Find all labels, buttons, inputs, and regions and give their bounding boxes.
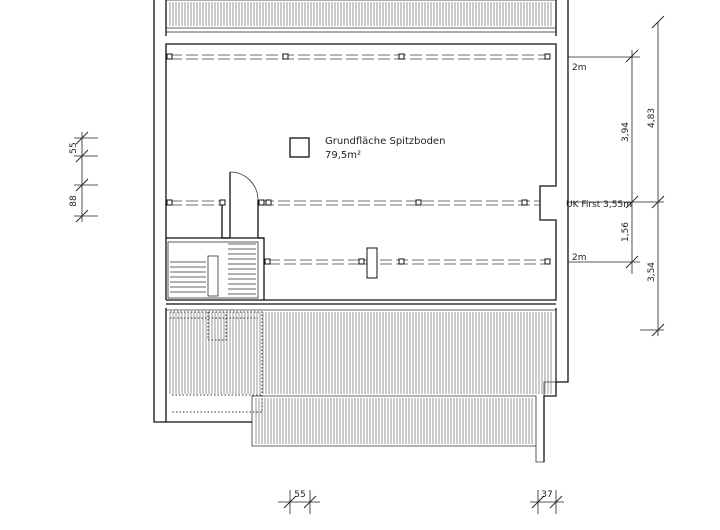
stair-void-dotted — [170, 311, 263, 413]
attic-door — [221, 171, 264, 239]
right-dimension-chain — [568, 15, 665, 337]
dim-right-upper: 3,94 — [621, 122, 631, 142]
dim-bottom-right: 37 — [541, 490, 552, 500]
beam-bottom — [264, 247, 551, 279]
chimney-square — [289, 137, 310, 158]
dim-ridge: UK First 3,55m — [566, 200, 632, 210]
top-roof-strip — [165, 0, 557, 33]
dim-right-mid: 1,56 — [621, 222, 631, 242]
dim-beam-bottom: 2m — [572, 253, 587, 263]
dim-left-top: 55 — [69, 142, 79, 153]
staircase — [167, 241, 259, 299]
lower-roof-area — [166, 309, 557, 463]
dim-bottom-left: 55 — [294, 490, 305, 500]
dim-right-lower: 3,54 — [647, 262, 657, 282]
dim-beam-top: 2m — [572, 63, 587, 73]
bottom-dimension-chain — [278, 490, 564, 514]
room-area-label: 79,5m² — [325, 150, 361, 161]
beam-top — [166, 53, 551, 60]
room-name-label: Grundfläche Spitzboden — [325, 136, 445, 147]
dim-right-total: 4,83 — [647, 108, 657, 128]
attic-room-outline — [165, 43, 557, 305]
beam-ridge — [166, 199, 540, 206]
left-dimension-chain — [74, 131, 98, 223]
dim-left-bottom: 88 — [69, 195, 79, 207]
